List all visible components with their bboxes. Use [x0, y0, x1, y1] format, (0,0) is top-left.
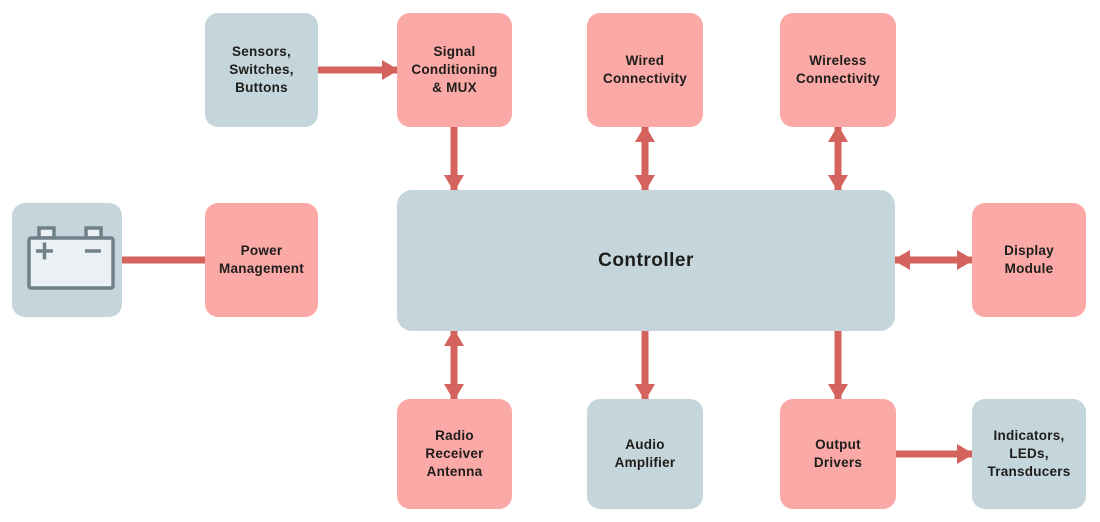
node-radio-receiver-antenna: Radio Receiver Antenna — [397, 399, 512, 509]
node-power-management: Power Management — [205, 203, 318, 317]
node-label: Controller — [598, 249, 694, 271]
node-label: Display Module — [1004, 242, 1054, 276]
node-audio-amplifier: Audio Amplifier — [587, 399, 703, 509]
node-label: Sensors, Switches, Buttons — [229, 43, 294, 96]
node-indicators-leds-transducers: Indicators, LEDs, Transducers — [972, 399, 1086, 509]
node-signal-conditioning-mux: Signal Conditioning & MUX — [397, 13, 512, 127]
node-label: Power Management — [218, 242, 305, 276]
node-label: Output Drivers — [813, 436, 863, 470]
node-label: Indicators, LEDs, Transducers — [987, 427, 1071, 480]
node-label: Wired Connectivity — [602, 52, 687, 86]
node-controller: Controller — [397, 190, 895, 331]
node-output-drivers: Output Drivers — [780, 399, 896, 509]
battery-icon — [27, 226, 115, 290]
node-battery — [12, 203, 122, 317]
node-display-module: Display Module — [972, 203, 1086, 317]
node-wired-connectivity: Wired Connectivity — [587, 13, 703, 127]
node-label: Radio Receiver Antenna — [425, 427, 484, 480]
node-label: Audio Amplifier — [614, 436, 676, 470]
node-label: Signal Conditioning & MUX — [411, 43, 498, 96]
node-sensors-switches-buttons: Sensors, Switches, Buttons — [205, 13, 318, 127]
node-wireless-connectivity: Wireless Connectivity — [780, 13, 896, 127]
node-label: Wireless Connectivity — [795, 52, 880, 86]
